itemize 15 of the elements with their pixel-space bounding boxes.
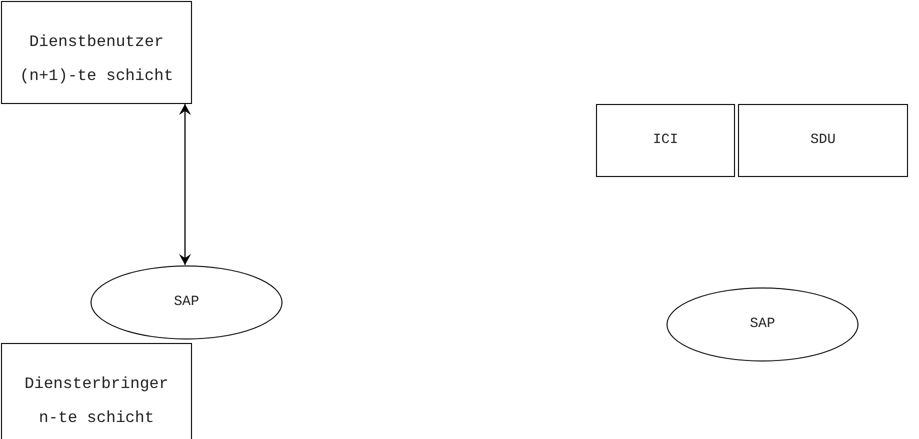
box-node — [1, 343, 192, 439]
node-label: n-te schicht — [38, 408, 154, 428]
ellipse-node — [666, 287, 859, 362]
node-label: SAP — [750, 315, 776, 334]
node-label: Diensterbringer — [24, 374, 169, 394]
node-label: (n+1)-te schicht — [20, 66, 174, 86]
node-label: Dienstbenutzer — [29, 32, 164, 52]
double-arrow — [179, 104, 191, 265]
node-label: SDU — [810, 131, 836, 150]
box-node — [738, 104, 908, 177]
node-label: SAP — [174, 293, 200, 312]
node-label: ICI — [652, 131, 678, 150]
box-node — [1, 1, 192, 104]
box-node — [596, 104, 735, 177]
ellipse-node — [90, 265, 283, 340]
